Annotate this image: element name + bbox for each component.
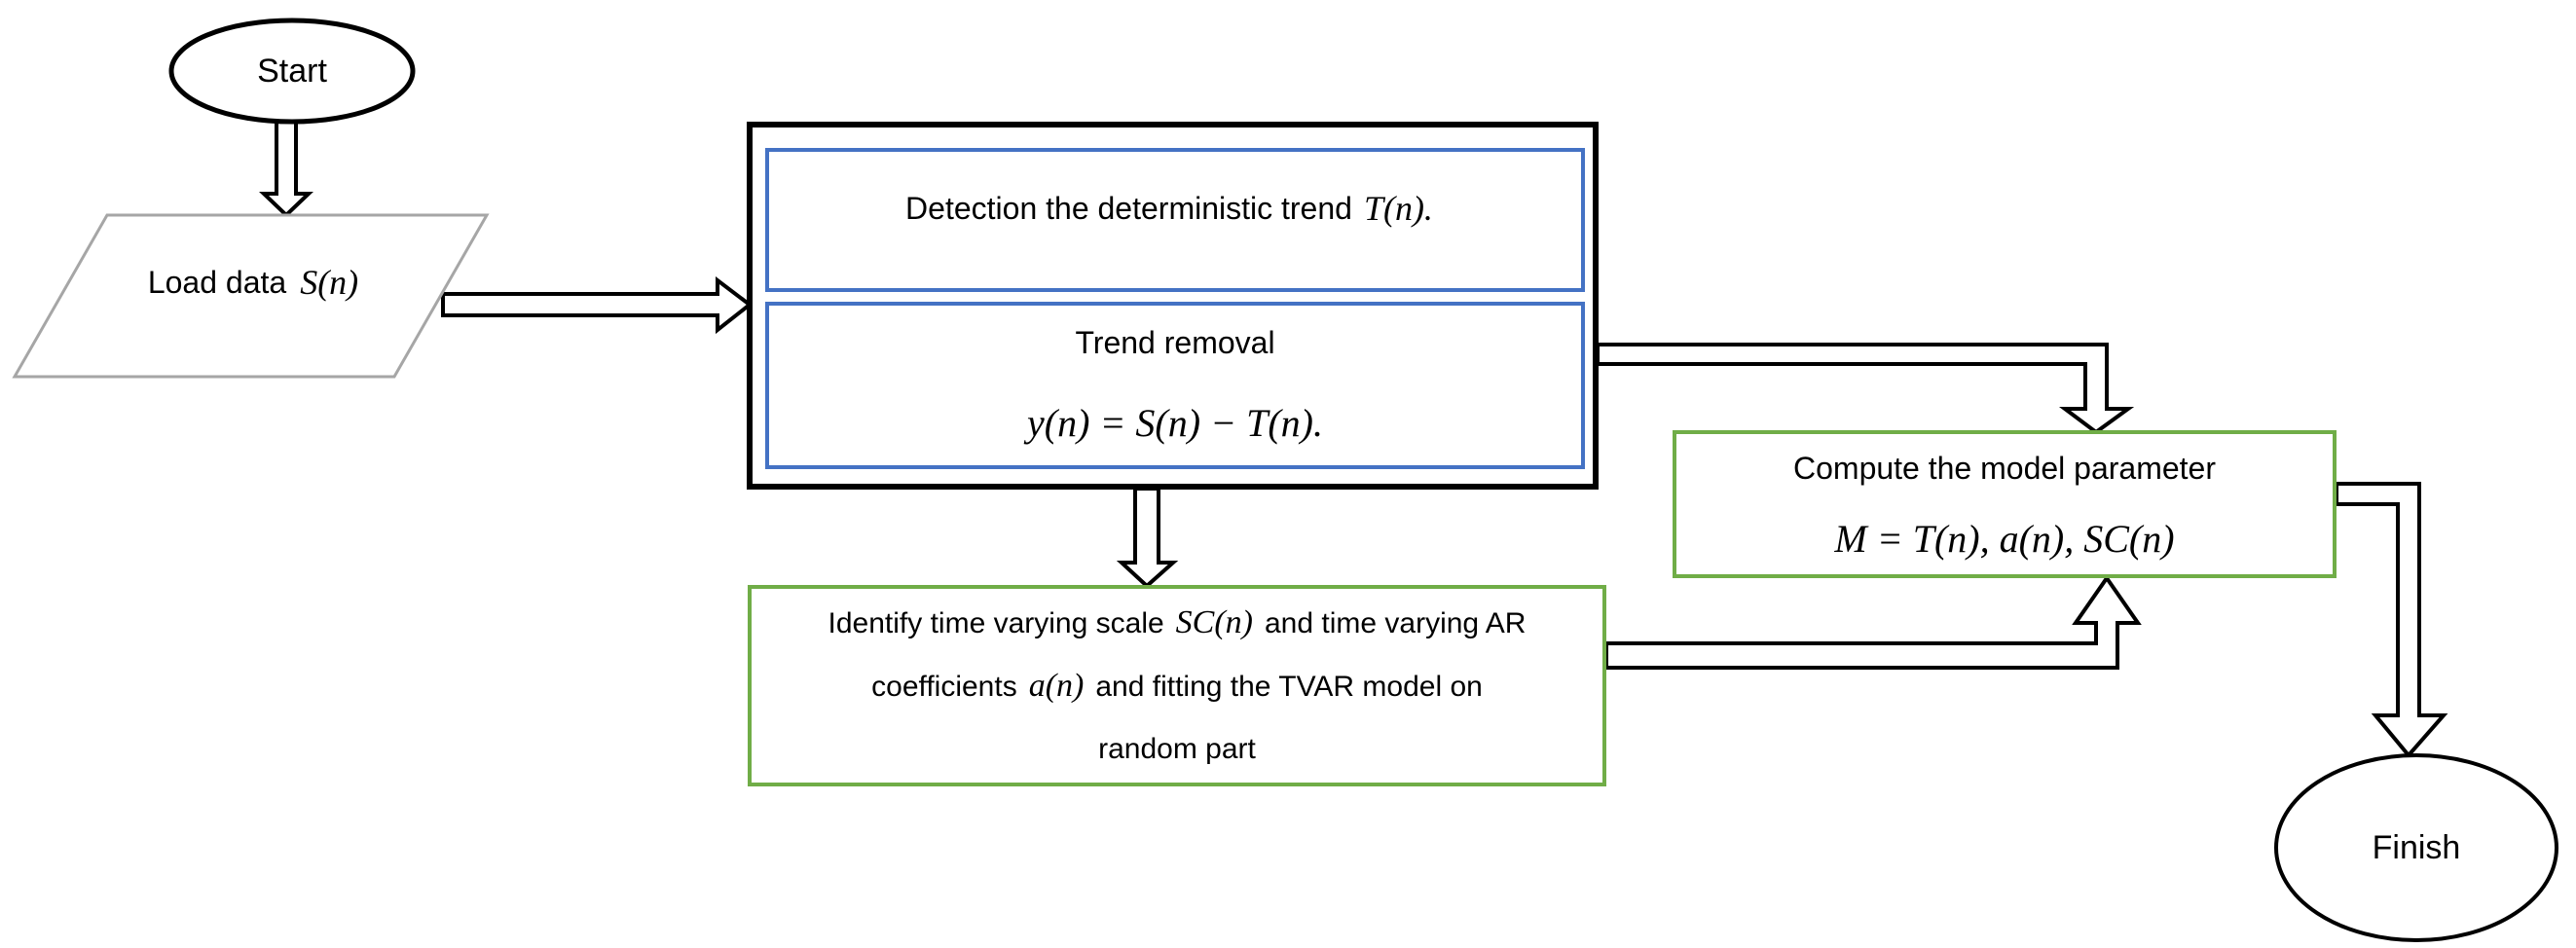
arrow-load-to-process	[441, 275, 754, 335]
arrow-identify-to-compute	[1604, 574, 2142, 670]
compute-title: Compute the model parameter	[1674, 436, 2335, 500]
compute-formula: M = T(n), a(n), SC(n)	[1674, 504, 2335, 572]
identify-line1-text1: Identify time varying scale	[828, 606, 1164, 639]
load-data-parallelogram	[12, 213, 490, 379]
identify-line-1: Identify time varying scale SC(n) and time…	[828, 592, 1527, 655]
arrow-process-to-identify	[1116, 487, 1179, 589]
identify-line-3: random part	[1098, 718, 1256, 781]
identify-line2-math: a(n)	[1028, 667, 1085, 704]
finish-ellipse	[2274, 753, 2558, 942]
finish-label: Finish	[2276, 755, 2557, 940]
load-data-label: Load data S(n)	[39, 243, 467, 321]
detection-label: Detection the deterministic trend T(n).	[767, 150, 1583, 267]
compute-title-text: Compute the model parameter	[1793, 450, 2216, 486]
arrow-compute-to-finish	[2335, 482, 2448, 759]
trend-removal-formula-text: y(n) = S(n) − T(n).	[1027, 400, 1323, 445]
identify-box	[748, 585, 1606, 786]
identify-label: Identify time varying scale SC(n) and time…	[759, 587, 1595, 784]
identify-line2-text2: and fitting the TVAR model on	[1095, 670, 1483, 703]
load-data-math: S(n)	[300, 263, 359, 302]
detection-math: T(n).	[1363, 189, 1433, 228]
trend-removal-box	[765, 302, 1585, 469]
identify-line3-text: random part	[1098, 732, 1256, 765]
start-ellipse	[168, 18, 416, 125]
trend-removal-title: Trend removal	[767, 313, 1583, 372]
identify-line1-text2: and time varying AR	[1265, 606, 1527, 639]
compute-box	[1673, 430, 2337, 578]
arrow-process-to-compute	[1596, 343, 2135, 435]
compute-formula-text: M = T(n), a(n), SC(n)	[1834, 516, 2175, 561]
trend-removal-title-text: Trend removal	[1075, 324, 1275, 360]
finish-label-text: Finish	[2372, 828, 2461, 866]
arrow-start-to-load	[259, 119, 313, 218]
start-label: Start	[171, 20, 413, 122]
identify-line2-text1: coefficients	[871, 670, 1017, 703]
trend-removal-formula: y(n) = S(n) − T(n).	[767, 385, 1583, 459]
identify-line-2: coefficients a(n) and fitting the TVAR mod…	[871, 655, 1483, 718]
detection-text: Detection the deterministic trend	[905, 190, 1352, 226]
start-label-text: Start	[257, 52, 327, 90]
detection-box	[765, 148, 1585, 292]
load-data-text: Load data	[147, 264, 287, 300]
identify-line1-math: SC(n)	[1175, 603, 1253, 640]
